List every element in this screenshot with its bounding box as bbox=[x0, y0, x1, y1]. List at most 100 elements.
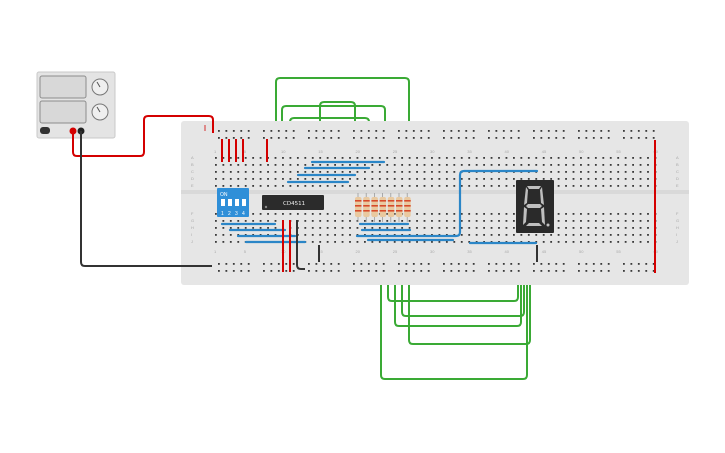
breadboard-hole[interactable] bbox=[215, 234, 217, 236]
breadboard-hole[interactable] bbox=[602, 185, 605, 187]
breadboard-hole[interactable] bbox=[600, 137, 603, 139]
breadboard-hole[interactable] bbox=[356, 241, 359, 243]
breadboard-hole[interactable] bbox=[232, 270, 235, 272]
breadboard-hole[interactable] bbox=[647, 164, 649, 166]
breadboard-hole[interactable] bbox=[334, 178, 336, 180]
breadboard-hole[interactable] bbox=[540, 130, 543, 132]
breadboard-hole[interactable] bbox=[594, 213, 597, 215]
breadboard-hole[interactable] bbox=[326, 220, 329, 222]
green-wire[interactable] bbox=[275, 77, 410, 190]
breadboard-hole[interactable] bbox=[505, 178, 508, 180]
breadboard-hole[interactable] bbox=[296, 164, 299, 166]
breadboard-hole[interactable] bbox=[408, 241, 411, 243]
green-wire[interactable] bbox=[387, 230, 519, 302]
breadboard-hole[interactable] bbox=[330, 270, 333, 272]
breadboard-hole[interactable] bbox=[580, 185, 582, 187]
breadboard-hole[interactable] bbox=[555, 137, 558, 139]
breadboard-hole[interactable] bbox=[527, 178, 530, 180]
breadboard-hole[interactable] bbox=[334, 241, 336, 243]
breadboard-hole[interactable] bbox=[229, 220, 232, 222]
breadboard-hole[interactable] bbox=[542, 234, 545, 236]
breadboard-hole[interactable] bbox=[565, 164, 567, 166]
breadboard-hole[interactable] bbox=[416, 164, 418, 166]
breadboard-hole[interactable] bbox=[237, 164, 240, 166]
breadboard-hole[interactable] bbox=[282, 171, 284, 173]
resistor[interactable] bbox=[371, 193, 378, 222]
breadboard-hole[interactable] bbox=[308, 137, 310, 139]
breadboard-hole[interactable] bbox=[580, 178, 582, 180]
breadboard-hole[interactable] bbox=[457, 130, 460, 132]
breadboard-hole[interactable] bbox=[555, 130, 558, 132]
breadboard-hole[interactable] bbox=[513, 227, 515, 229]
breadboard-hole[interactable] bbox=[498, 234, 500, 236]
breadboard-hole[interactable] bbox=[349, 185, 351, 187]
breadboard-hole[interactable] bbox=[378, 178, 381, 180]
breadboard-hole[interactable] bbox=[371, 241, 374, 243]
breadboard-hole[interactable] bbox=[453, 171, 456, 173]
breadboard-hole[interactable] bbox=[401, 157, 404, 159]
breadboard-hole[interactable] bbox=[296, 178, 299, 180]
breadboard-hole[interactable] bbox=[416, 157, 418, 159]
breadboard-hole[interactable] bbox=[468, 220, 471, 222]
breadboard-hole[interactable] bbox=[572, 157, 575, 159]
breadboard-hole[interactable] bbox=[215, 164, 217, 166]
breadboard-hole[interactable] bbox=[270, 270, 273, 272]
breadboard-hole[interactable] bbox=[218, 263, 220, 265]
breadboard-hole[interactable] bbox=[405, 137, 408, 139]
breadboard-hole[interactable] bbox=[356, 171, 359, 173]
breadboard-hole[interactable] bbox=[438, 227, 441, 229]
breadboard-hole[interactable] bbox=[465, 263, 468, 265]
breadboard-hole[interactable] bbox=[533, 130, 535, 132]
breadboard-hole[interactable] bbox=[565, 171, 567, 173]
breadboard-hole[interactable] bbox=[587, 227, 590, 229]
breadboard-hole[interactable] bbox=[215, 213, 217, 215]
breadboard-hole[interactable] bbox=[412, 263, 415, 265]
breadboard-hole[interactable] bbox=[229, 171, 232, 173]
breadboard-hole[interactable] bbox=[408, 185, 411, 187]
breadboard-hole[interactable] bbox=[311, 234, 314, 236]
breadboard-hole[interactable] bbox=[445, 213, 448, 215]
breadboard-hole[interactable] bbox=[274, 227, 277, 229]
breadboard-hole[interactable] bbox=[375, 130, 378, 132]
breadboard-hole[interactable] bbox=[229, 178, 232, 180]
breadboard-hole[interactable] bbox=[465, 270, 468, 272]
breadboard-hole[interactable] bbox=[289, 178, 292, 180]
breadboard-hole[interactable] bbox=[311, 157, 314, 159]
breadboard-hole[interactable] bbox=[498, 157, 500, 159]
breadboard-hole[interactable] bbox=[427, 130, 430, 132]
breadboard-hole[interactable] bbox=[632, 164, 634, 166]
breadboard-hole[interactable] bbox=[445, 185, 448, 187]
breadboard-hole[interactable] bbox=[341, 213, 344, 215]
breadboard-hole[interactable] bbox=[495, 270, 498, 272]
breadboard-hole[interactable] bbox=[495, 263, 498, 265]
breadboard-hole[interactable] bbox=[375, 263, 378, 265]
breadboard-hole[interactable] bbox=[259, 178, 262, 180]
breadboard-hole[interactable] bbox=[304, 171, 307, 173]
breadboard-hole[interactable] bbox=[349, 164, 351, 166]
breadboard-hole[interactable] bbox=[483, 164, 485, 166]
breadboard-hole[interactable] bbox=[550, 234, 553, 236]
breadboard-hole[interactable] bbox=[282, 157, 284, 159]
breadboard-hole[interactable] bbox=[218, 137, 220, 139]
breadboard-hole[interactable] bbox=[378, 185, 381, 187]
breadboard-hole[interactable] bbox=[602, 178, 605, 180]
breadboard-hole[interactable] bbox=[572, 185, 575, 187]
breadboard-hole[interactable] bbox=[229, 227, 232, 229]
breadboard-hole[interactable] bbox=[356, 185, 359, 187]
breadboard-hole[interactable] bbox=[267, 157, 269, 159]
breadboard-hole[interactable] bbox=[580, 241, 582, 243]
breadboard-hole[interactable] bbox=[304, 164, 307, 166]
breadboard-hole[interactable] bbox=[393, 220, 396, 222]
breadboard-hole[interactable] bbox=[624, 185, 627, 187]
breadboard-hole[interactable] bbox=[617, 227, 620, 229]
breadboard-hole[interactable] bbox=[527, 234, 530, 236]
breadboard-hole[interactable] bbox=[580, 220, 582, 222]
breadboard-hole[interactable] bbox=[423, 220, 426, 222]
breadboard-hole[interactable] bbox=[468, 157, 471, 159]
breadboard-hole[interactable] bbox=[602, 234, 605, 236]
breadboard-hole[interactable] bbox=[408, 157, 411, 159]
breadboard-hole[interactable] bbox=[483, 213, 485, 215]
breadboard-hole[interactable] bbox=[222, 171, 225, 173]
breadboard-hole[interactable] bbox=[225, 270, 228, 272]
